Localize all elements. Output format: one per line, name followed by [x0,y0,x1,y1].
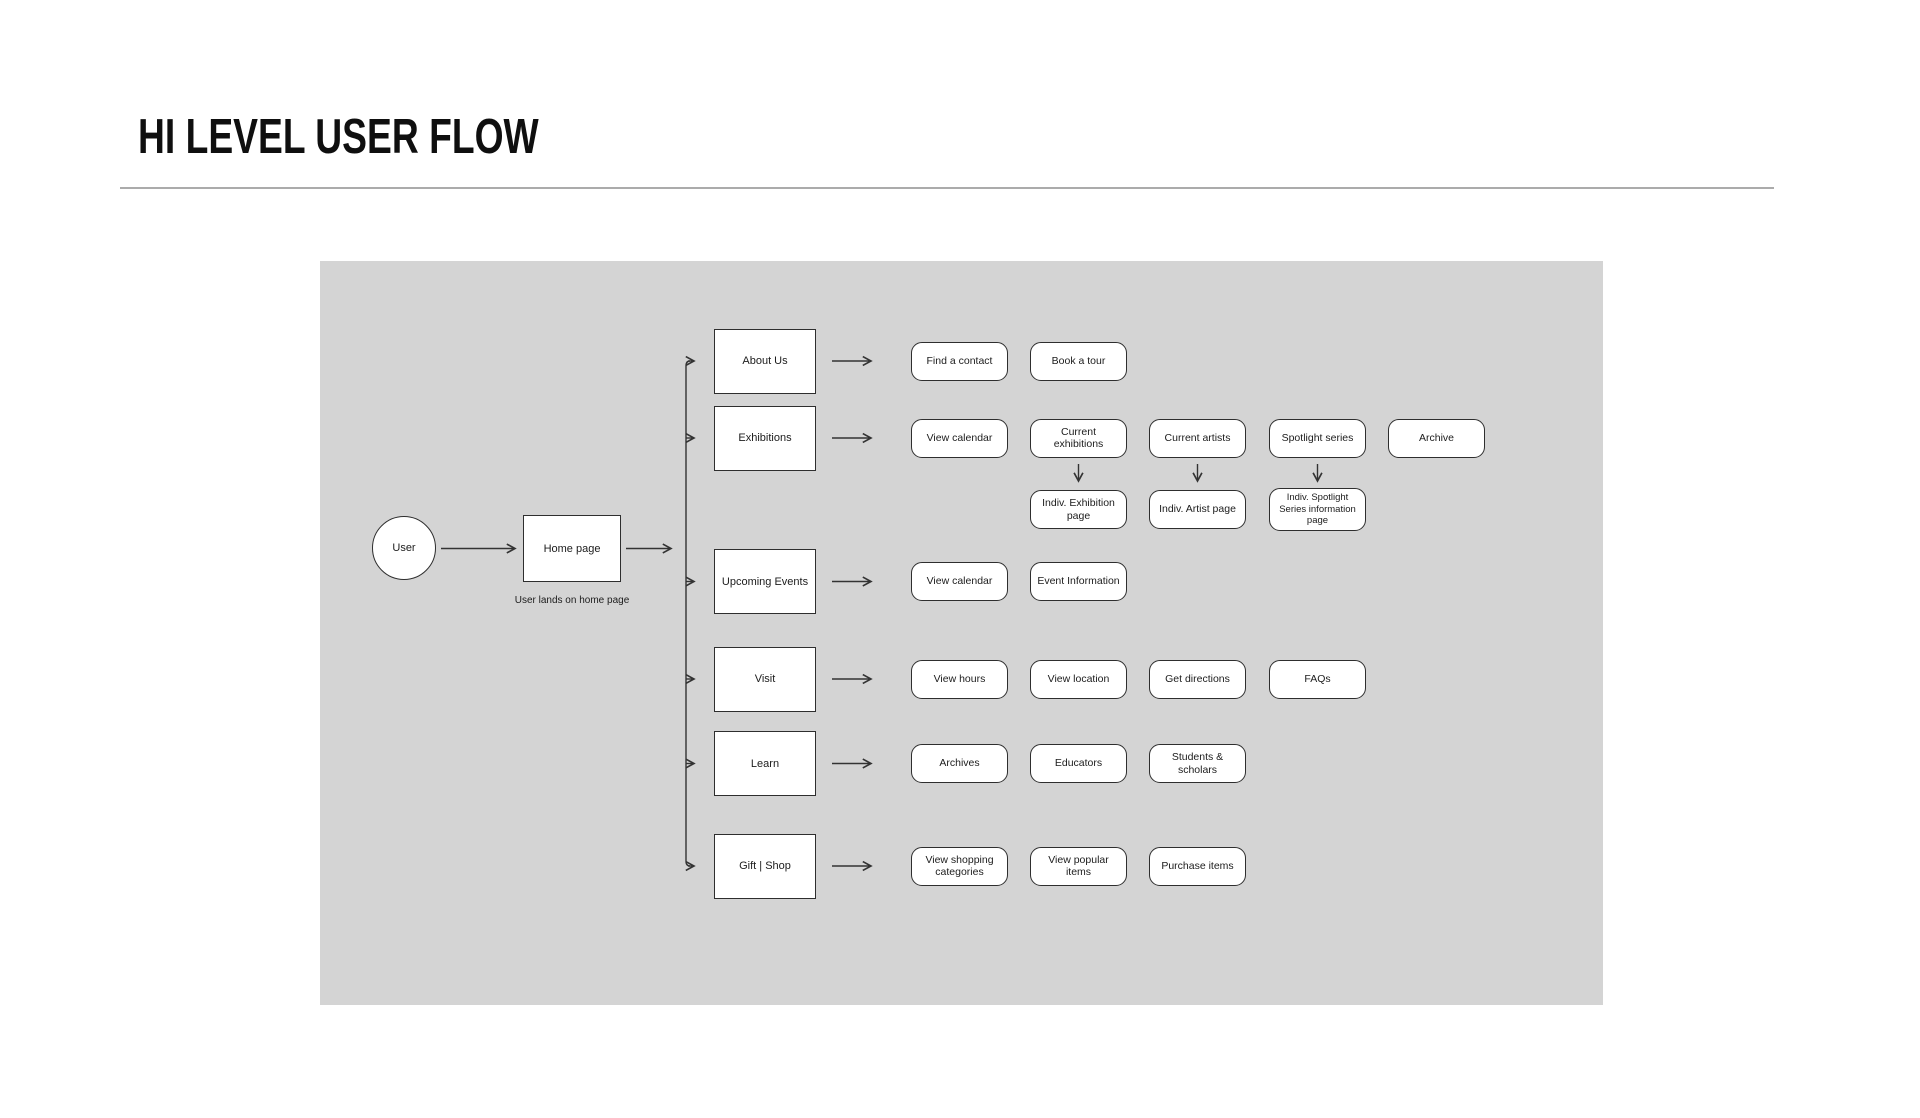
start-node-user: User [372,516,436,580]
category-node-learn: Learn [714,731,816,796]
flow-node-faqs: FAQs [1269,659,1366,699]
flow-node-book-a-tour: Book a tour [1030,341,1127,381]
flow-node-view-calendar-exhibitions: View calendar [911,418,1008,458]
flow-node-view-calendar-events: View calendar [911,562,1008,601]
flow-node-indiv-exhibition-page: Indiv. Exhibition page [1030,490,1127,529]
flow-node-archives: Archives [911,744,1008,783]
flow-node-view-shopping-categories: View shopping categories [911,846,1008,886]
flow-node-indiv-artist-page: Indiv. Artist page [1149,490,1246,529]
category-node-visit: Visit [714,646,816,712]
category-node-exhibitions: Exhibitions [714,405,816,471]
flow-node-current-exhibitions: Current exhibitions [1030,418,1127,458]
connector-arrows [441,355,1323,872]
flow-node-event-information: Event Information [1030,562,1127,601]
home-page-caption: User lands on home page [514,595,630,606]
flow-node-students-scholars: Students & scholars [1149,744,1246,783]
flow-node-find-a-contact: Find a contact [911,341,1008,381]
home-page-node: Home page [523,515,621,582]
category-node-gift-shop: Gift | Shop [714,833,816,899]
category-node-upcoming-events: Upcoming Events [714,549,816,614]
flow-node-purchase-items: Purchase items [1149,846,1246,886]
flow-node-current-artists: Current artists [1149,418,1246,458]
flow-node-indiv-spotlight-series-page: Indiv. Spotlight Series information page [1269,488,1366,531]
flow-node-get-directions: Get directions [1149,659,1246,699]
flow-node-spotlight-series: Spotlight series [1269,418,1366,458]
flow-node-educators: Educators [1030,744,1127,783]
divider-line [120,187,1774,189]
user-flow-canvas: User Home page User lands on home page A… [320,261,1603,1005]
flow-node-view-location: View location [1030,659,1127,699]
flow-node-archive: Archive [1388,418,1485,458]
flow-node-view-hours: View hours [911,659,1008,699]
page-title: HI LEVEL USER FLOW [138,110,539,164]
category-node-about-us: About Us [714,328,816,394]
flow-node-view-popular-items: View popular items [1030,846,1127,886]
